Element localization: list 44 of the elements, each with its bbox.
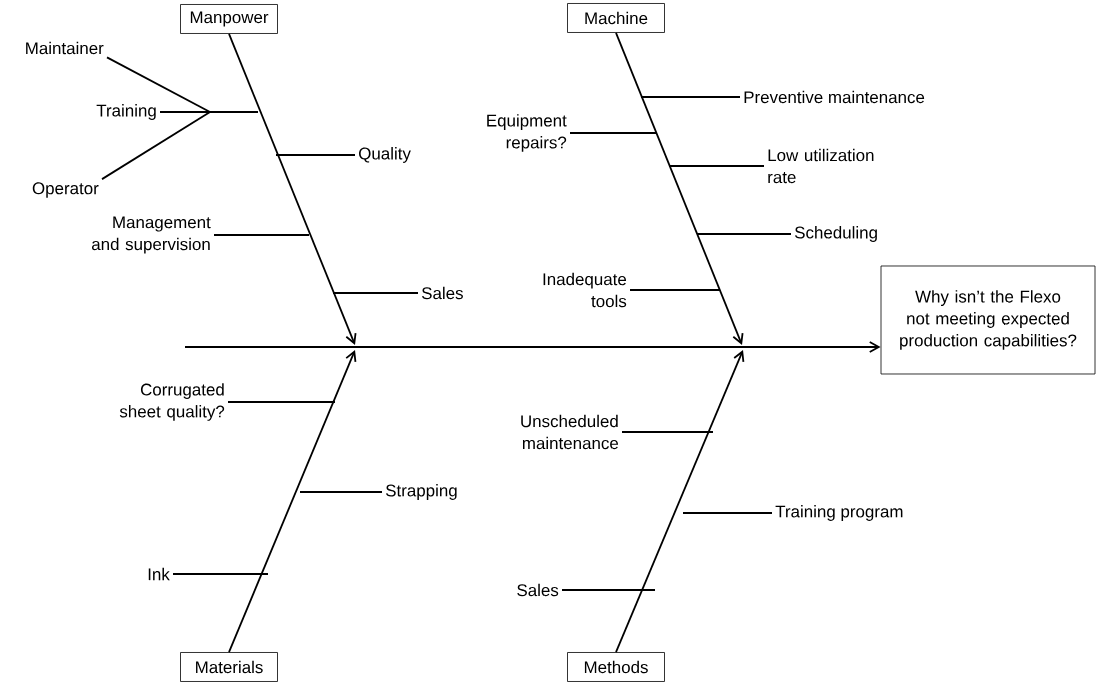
cause-label: Training program bbox=[775, 505, 903, 521]
branch-line bbox=[275, 154, 356, 156]
cause-label: Training bbox=[96, 104, 156, 120]
category-box: Materials bbox=[180, 652, 278, 682]
cause-label: Unscheduled maintenance bbox=[521, 414, 619, 450]
cause-label: Equipment repairs? bbox=[487, 114, 567, 152]
branch-line bbox=[332, 292, 419, 294]
cause-label: Maintainer bbox=[26, 41, 104, 55]
branch-line bbox=[101, 111, 211, 181]
branch-line bbox=[213, 234, 310, 236]
branch-line bbox=[668, 165, 765, 167]
category-box: Methods bbox=[567, 652, 665, 682]
cause-label: Inadequate tools bbox=[543, 272, 627, 308]
effect-box: Why isn’t the Flexo not meeting expected production capabilities? bbox=[880, 265, 1096, 375]
branch-line bbox=[561, 589, 656, 591]
branch-line bbox=[227, 401, 336, 403]
category-box: Machine bbox=[567, 3, 665, 33]
branch-line bbox=[696, 233, 792, 235]
arrow bbox=[228, 350, 357, 653]
branch-line bbox=[682, 512, 773, 514]
branch-line bbox=[640, 96, 741, 98]
cause-label: Preventive maintenance bbox=[744, 90, 925, 104]
cause-label: Strapping bbox=[385, 484, 457, 500]
cause-label: Management and supervision bbox=[91, 216, 211, 254]
branch-line bbox=[106, 56, 211, 113]
cause-label: Ink bbox=[148, 567, 170, 581]
category-box: Manpower bbox=[180, 4, 278, 34]
cause-label: Scheduling bbox=[794, 226, 877, 242]
cause-label: Quality bbox=[359, 147, 411, 163]
cause-label: Operator bbox=[32, 182, 99, 198]
branch-line bbox=[569, 132, 657, 134]
branch-line bbox=[621, 431, 714, 433]
arrow bbox=[615, 350, 745, 653]
branch-line bbox=[159, 111, 259, 113]
arrow bbox=[615, 32, 744, 345]
arrow bbox=[184, 341, 881, 353]
cause-label: Low utilization rate bbox=[768, 148, 874, 184]
branch-line bbox=[629, 289, 721, 291]
branch-line bbox=[172, 573, 269, 575]
cause-label: Sales bbox=[421, 286, 463, 300]
cause-label: Corrugated sheet quality? bbox=[119, 383, 225, 421]
arrow bbox=[228, 33, 357, 345]
branch-line bbox=[299, 491, 383, 493]
cause-label: Sales bbox=[517, 583, 559, 597]
